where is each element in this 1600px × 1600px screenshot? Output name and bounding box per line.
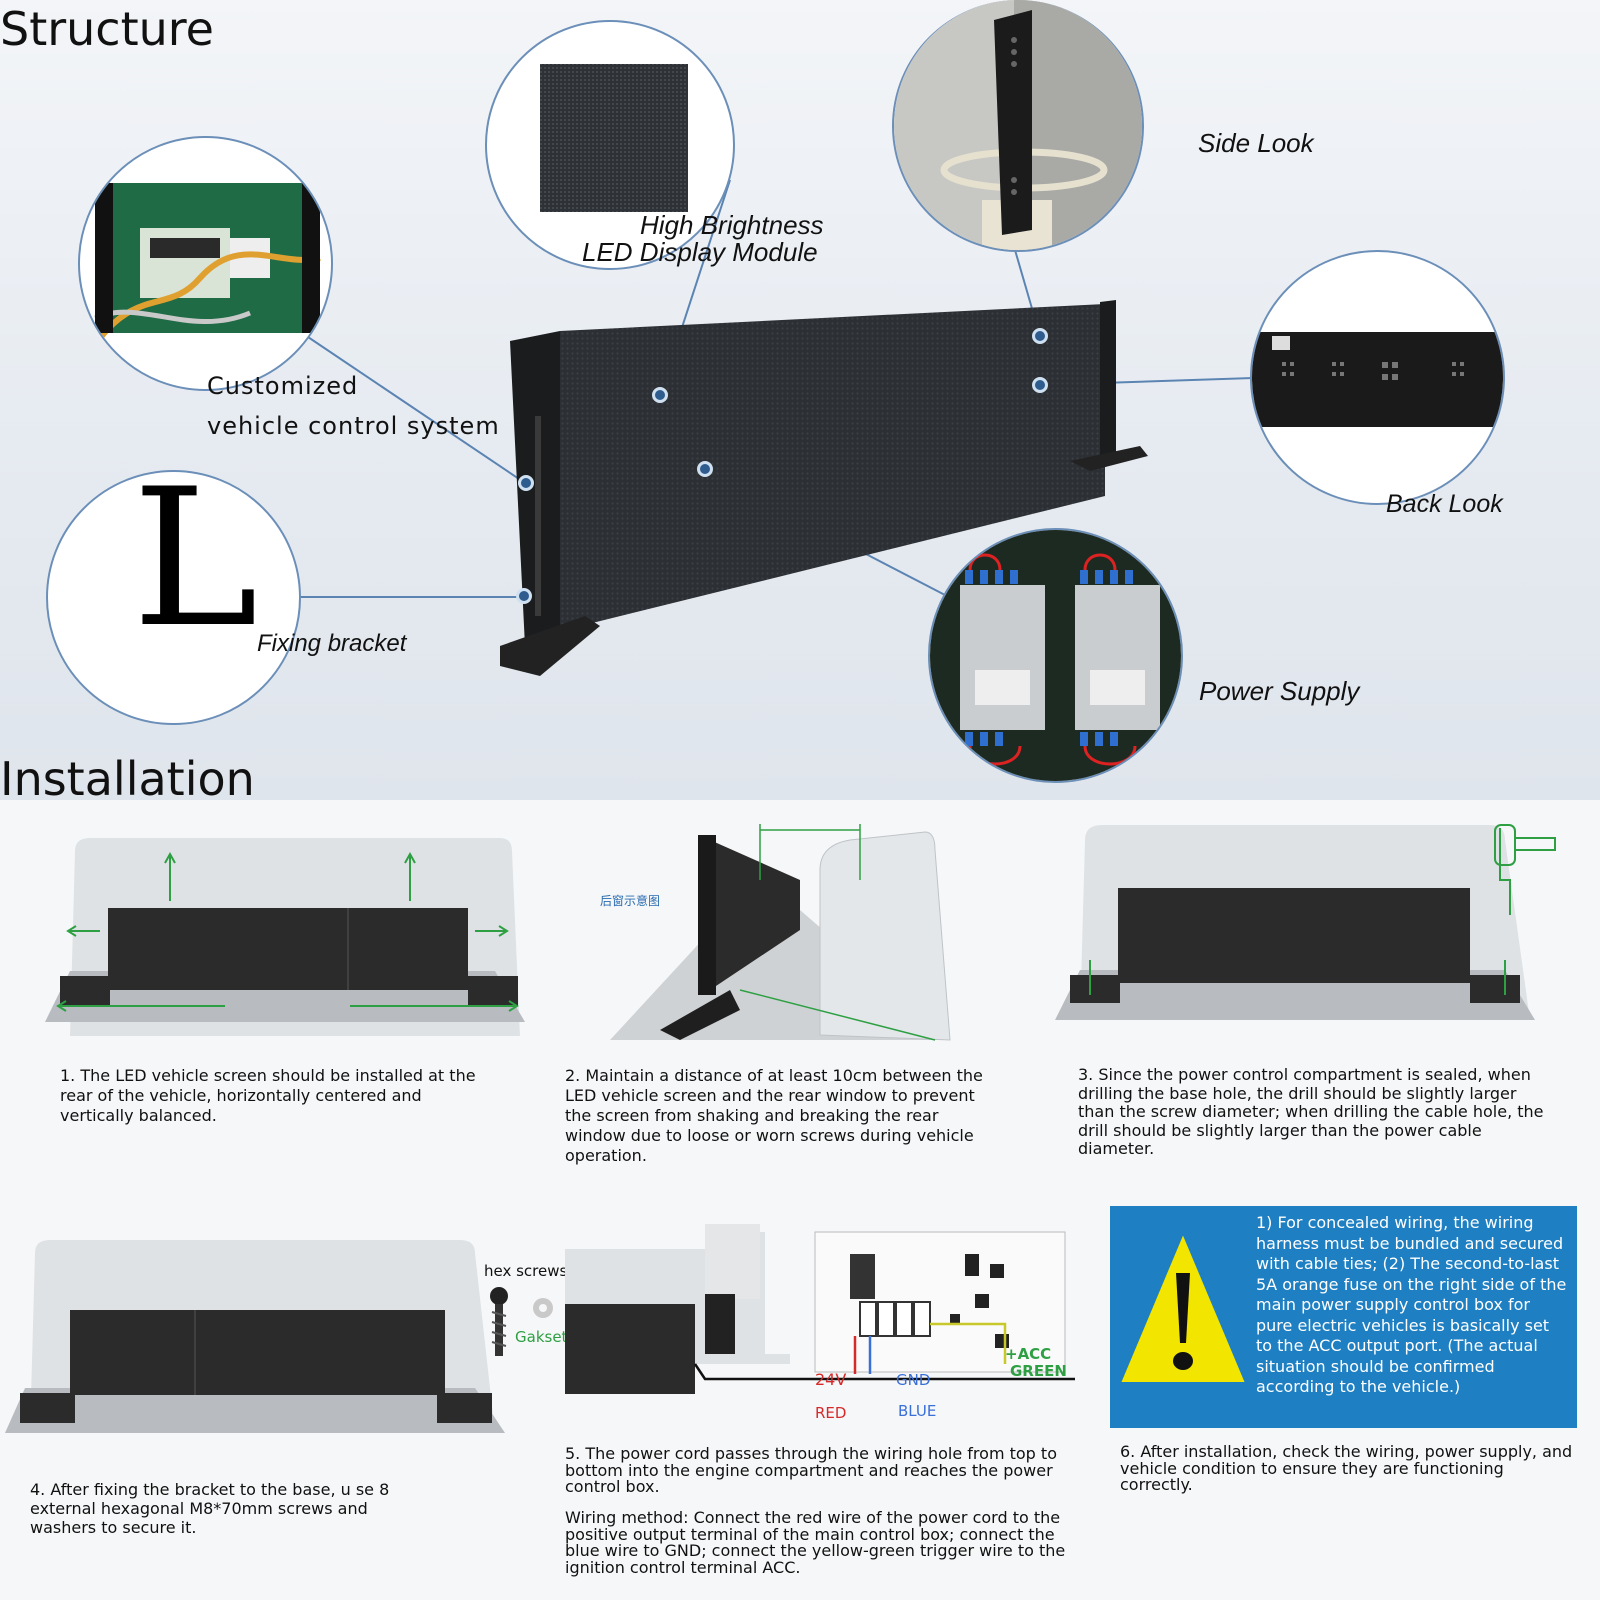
back-look-circle xyxy=(1250,250,1505,505)
led-module-image xyxy=(540,64,688,212)
power-supply-label: Power Supply xyxy=(1199,676,1360,706)
led-vehicle-screen xyxy=(500,300,1148,676)
led-module-label-line1: High Brightness xyxy=(640,210,824,240)
step6-text: 6. After installation, check the wiring,… xyxy=(1120,1442,1573,1494)
wire-acc-label: +ACC xyxy=(1005,1345,1052,1363)
wire-red-label: RED xyxy=(815,1404,847,1422)
installation-title: Installation xyxy=(0,752,255,806)
warning-triangle-icon xyxy=(1118,1230,1248,1384)
hex-screw-gasket-image xyxy=(490,1287,553,1356)
wire-blue-label: BLUE xyxy=(898,1402,937,1420)
step5-text-para1: 5. The power cord passes through the wir… xyxy=(565,1444,1057,1496)
back-look-label: Back Look xyxy=(1386,490,1503,518)
structure-title: Structure xyxy=(0,2,214,56)
fixing-bracket-circle: L xyxy=(46,470,301,725)
warning-text: 1) For concealed wiring, the wiring harn… xyxy=(1256,1213,1567,1396)
back-look-marker xyxy=(1032,377,1048,393)
step2-text: 2. Maintain a distance of at least 10cm … xyxy=(565,1066,983,1165)
hex-screws-label: hex screws xyxy=(484,1262,568,1280)
step5-text-para2: Wiring method: Connect the red wire of t… xyxy=(565,1508,1066,1577)
step4-text: 4. After fixing the bracket to the base,… xyxy=(30,1480,390,1537)
structure-section: Structure xyxy=(0,0,1600,806)
warning-box: 1) For concealed wiring, the wiring harn… xyxy=(1110,1206,1577,1428)
fixing-bracket-label: Fixing bracket xyxy=(257,630,407,657)
control-system-label-line1: Customized xyxy=(207,372,359,400)
side-look-circle xyxy=(892,0,1144,252)
led-module-circle xyxy=(485,20,735,270)
step1-diagram xyxy=(45,838,525,1036)
power-supply-circle xyxy=(928,528,1183,783)
wire-gnd-label: GND xyxy=(896,1371,931,1389)
wire-green-label: GREEN xyxy=(1010,1362,1067,1380)
step2-diagram: 后窗示意图 xyxy=(600,824,951,1041)
control-system-marker xyxy=(518,475,534,491)
control-board-image xyxy=(93,183,321,340)
step2-diagram-label: 后窗示意图 xyxy=(600,893,660,908)
side-look-image xyxy=(894,0,1142,250)
side-look-marker xyxy=(1032,328,1048,344)
power-supply-image xyxy=(930,530,1181,781)
bracket-l-glyph: L xyxy=(132,470,259,669)
control-system-label-line2: vehicle control system xyxy=(207,412,500,440)
step3-text: 3. Since the power control compartment i… xyxy=(1078,1065,1544,1158)
bracket-marker xyxy=(516,588,532,604)
power-supply-marker xyxy=(697,461,713,477)
gasket-label: Gakset xyxy=(515,1328,568,1346)
step5-diagram xyxy=(565,1224,1075,1394)
installation-section: 1. The LED vehicle screen should be inst… xyxy=(0,800,1600,1600)
wire-24v-label: 24V xyxy=(815,1370,847,1389)
step4-diagram xyxy=(5,1240,505,1433)
step1-text: 1. The LED vehicle screen should be inst… xyxy=(60,1066,476,1125)
control-system-circle xyxy=(78,136,333,391)
led-module-label-line2: LED Display Module xyxy=(582,237,818,267)
module-marker xyxy=(652,387,668,403)
back-look-image xyxy=(1252,332,1503,427)
step3-diagram xyxy=(1055,824,1556,1020)
side-look-label: Side Look xyxy=(1198,128,1314,158)
